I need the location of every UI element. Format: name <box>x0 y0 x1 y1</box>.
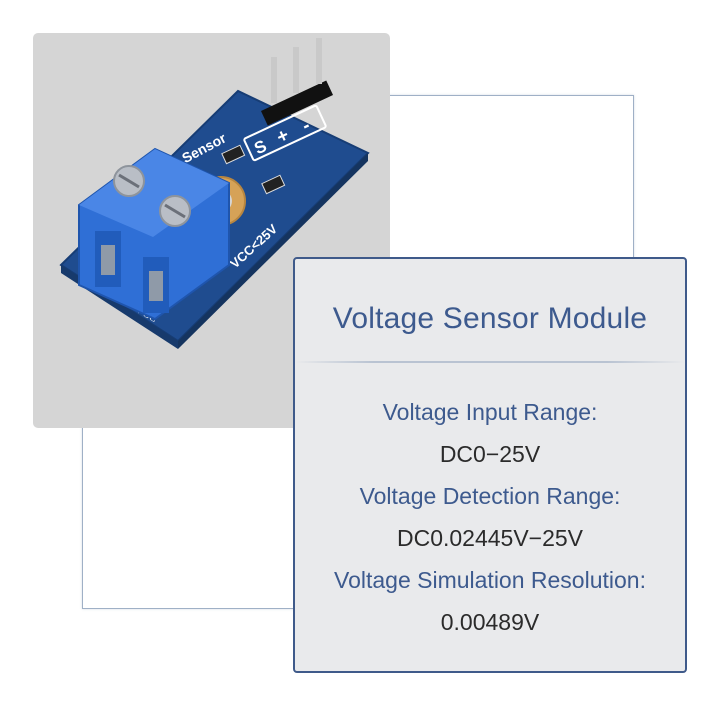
card-title: Voltage Sensor Module <box>332 302 648 335</box>
resistor-2 <box>261 174 286 195</box>
resistor-1 <box>221 144 246 165</box>
spec-label-input-range: Voltage Input Range: <box>382 399 598 425</box>
spec-label-simulation-resolution: Voltage Simulation Resolution: <box>334 567 646 593</box>
spec-value-detection-range: DC0.02445V−25V <box>396 525 584 551</box>
spec-list: Voltage Input Range: DC0−25V Voltage Det… <box>295 391 685 643</box>
screw-slot-1 <box>118 173 140 189</box>
pcb-edge-right <box>178 153 368 349</box>
spec-value-input-range: DC0−25V <box>439 441 541 467</box>
pin-3 <box>316 38 322 84</box>
pin-header-base <box>260 80 334 126</box>
terminal-clamp-1 <box>101 245 115 275</box>
terminal-block-top <box>79 149 229 237</box>
spec-label-detection-range: Voltage Detection Range: <box>359 483 621 509</box>
screw-slot-2 <box>164 203 186 219</box>
voltage-sensor-board-illustration: S + - e Sensor VCC<25V GND VCC <box>59 38 370 349</box>
spec-card: Voltage Sensor Module Voltage Input Rang… <box>293 257 687 673</box>
card-divider <box>295 361 685 363</box>
spec-value-simulation-resolution: 0.00489V <box>440 609 540 635</box>
pin-label-box <box>243 104 327 162</box>
pin-1 <box>271 57 277 103</box>
terminal-clamp-2 <box>149 271 163 301</box>
pin-2 <box>293 47 299 93</box>
